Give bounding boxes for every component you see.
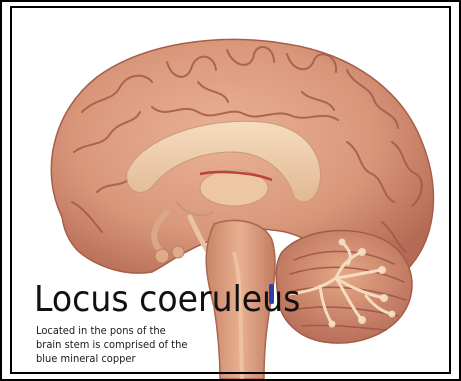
slide-description: Located in the pons of the brain stem is… [36,324,187,366]
slide-title: Locus coeruleus [34,278,300,322]
description-line: Located in the pons of the [36,324,187,338]
description-line: blue mineral copper [36,352,187,366]
description-line: brain stem is comprised of the [36,338,187,352]
